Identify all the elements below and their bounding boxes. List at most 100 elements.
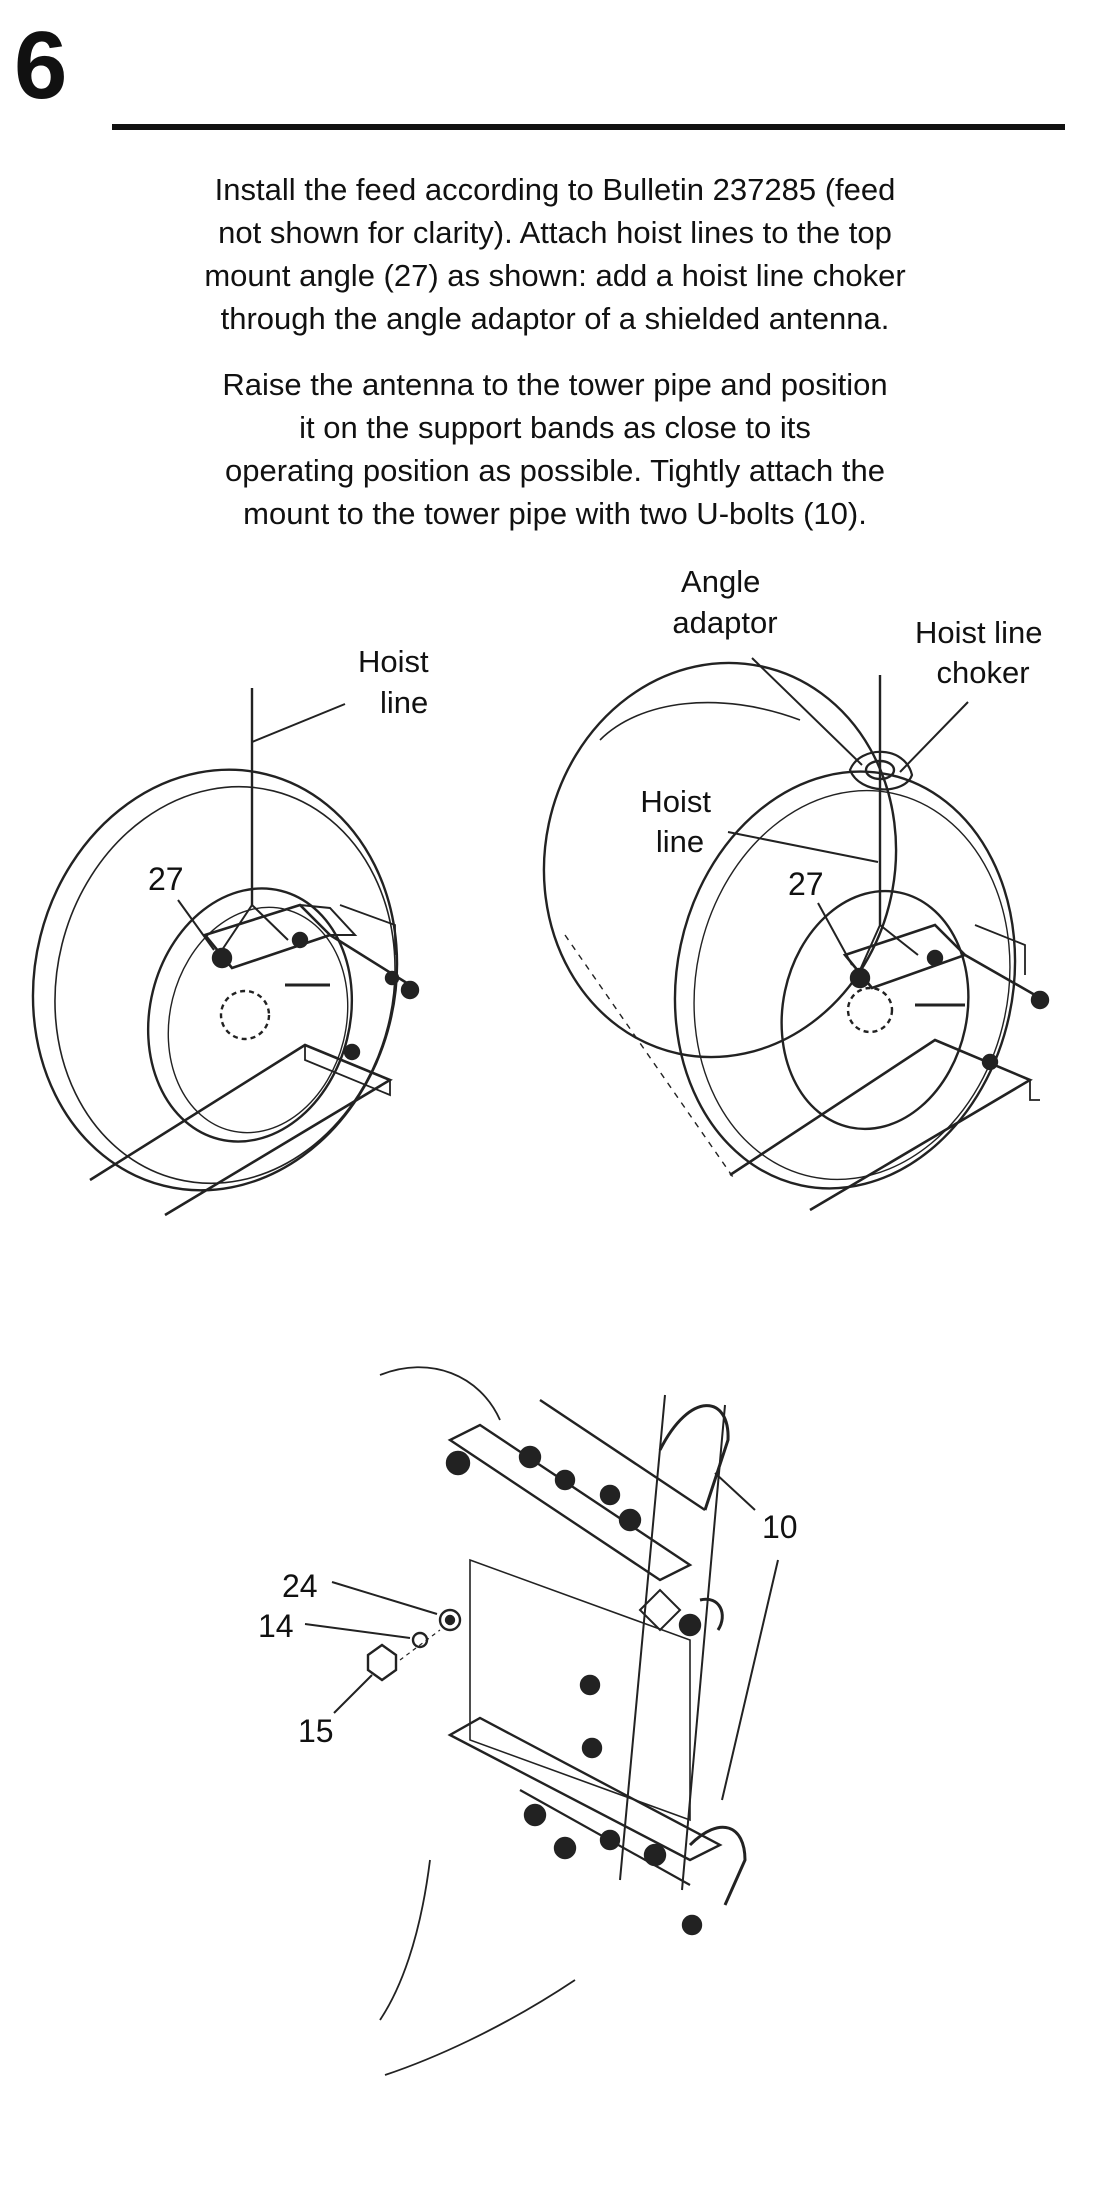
leader-hoist-line-choker xyxy=(899,701,969,773)
instruction-paragraph-install-feed: Install the feed according to Bulletin 2… xyxy=(170,168,940,340)
angle-adaptor xyxy=(848,750,914,791)
strut-bolt xyxy=(384,970,400,986)
label-line: choker xyxy=(936,655,1029,690)
dish-rim-outer xyxy=(31,768,399,1192)
label-angle-adaptor: Angle adaptor xyxy=(672,564,777,640)
label-part-10: 10 xyxy=(762,1509,798,1545)
figure-right-shielded-assembly xyxy=(542,657,1050,1212)
bolt xyxy=(678,1613,702,1637)
u-bolt-top xyxy=(658,1404,730,1511)
label-part-27: 27 xyxy=(148,861,184,897)
lower-mount-angle xyxy=(447,1716,723,1862)
dish-hub-plate xyxy=(146,887,354,1143)
mount-plate xyxy=(469,1558,691,1822)
bolt xyxy=(554,1469,576,1491)
leader-part-24 xyxy=(331,1581,438,1615)
rear-support-leg xyxy=(89,1043,393,1217)
paragraph-line: not shown for clarity). Attach hoist lin… xyxy=(218,215,892,250)
dish-back-edge xyxy=(384,1979,576,2076)
strut-bolt xyxy=(400,980,420,1000)
tower-pipe-edge xyxy=(619,1394,666,1881)
side-bracket xyxy=(974,924,1026,975)
wing-nut xyxy=(981,1053,999,1071)
paragraph-line: it on the support bands as close to its xyxy=(299,410,811,445)
shield-top-edge xyxy=(599,701,801,741)
paragraph-line: mount to the tower pipe with two U-bolts… xyxy=(243,496,867,531)
leader-part-14 xyxy=(304,1623,411,1639)
u-bolt-bottom xyxy=(688,1825,747,1906)
bolt xyxy=(445,1450,471,1476)
leader-part-27 xyxy=(817,902,853,966)
label-hoist-line: Hoist line xyxy=(358,644,437,720)
rear-support-leg-flange xyxy=(304,1045,391,1097)
bolt xyxy=(523,1803,547,1827)
bolt xyxy=(618,1508,642,1532)
leader-angle-adaptor xyxy=(751,657,863,766)
leader-hoist-line xyxy=(727,831,879,863)
instruction-paragraph-raise-antenna: Raise the antenna to the tower pipe and … xyxy=(170,363,940,535)
strut-bolt xyxy=(1030,990,1050,1010)
hoist-line-sling xyxy=(859,924,919,971)
bolt xyxy=(599,1484,621,1506)
upper-mount-angle xyxy=(447,1423,693,1582)
feed-port xyxy=(219,989,271,1041)
upper-strut xyxy=(964,953,1036,997)
dish-back-edge xyxy=(379,1859,431,2021)
step-divider-rule xyxy=(112,124,1065,130)
rear-support-leg-flange xyxy=(1029,1080,1040,1101)
dish-hub-plate xyxy=(780,889,970,1131)
hoist-line-sling xyxy=(221,904,289,951)
label-line: Hoist line xyxy=(915,615,1043,650)
leader-part-10 xyxy=(714,1472,756,1511)
label-line: Hoist xyxy=(640,784,711,819)
leader-part-27 xyxy=(177,899,215,951)
dish-back-edge xyxy=(379,1366,501,1421)
label-part-15: 15 xyxy=(298,1713,334,1749)
label-hoist-line-choker: Hoist line choker xyxy=(915,615,1051,690)
paragraph-line: Install the feed according to Bulletin 2… xyxy=(214,172,896,207)
feed-port xyxy=(846,986,894,1034)
shield-front-rim xyxy=(673,770,1017,1190)
paragraph-line: operating position as possible. Tightly … xyxy=(224,453,886,488)
upper-mount-rail xyxy=(539,1399,706,1511)
wing-nut xyxy=(343,1043,361,1061)
bolt xyxy=(579,1674,601,1696)
assembly-axis xyxy=(399,1629,441,1661)
figure-left-dish-assembly xyxy=(31,688,420,1217)
top-mount-angle-flange xyxy=(299,904,358,936)
label-part-14: 14 xyxy=(258,1608,294,1644)
mount-bolt xyxy=(926,949,944,967)
bolt xyxy=(581,1737,603,1759)
adjustment-nut xyxy=(638,1588,682,1632)
dish-rim-inner xyxy=(54,785,396,1185)
side-bracket xyxy=(339,904,396,955)
figure-bottom-mount-detail xyxy=(304,1366,779,2076)
shield-front-rim-inner xyxy=(693,789,1011,1181)
step-number: 6 xyxy=(14,12,68,119)
bolt xyxy=(553,1836,577,1860)
leader-part-15 xyxy=(333,1674,373,1714)
leader-hoist-line xyxy=(251,703,346,743)
mount-bolt xyxy=(291,931,309,949)
paragraph-line: mount angle (27) as shown: add a hoist l… xyxy=(204,258,906,293)
label-line: Hoist xyxy=(358,644,429,679)
paragraph-line: Raise the antenna to the tower pipe and … xyxy=(222,367,888,402)
label-part-24: 24 xyxy=(282,1568,318,1604)
tower-pipe-edge xyxy=(681,1404,726,1891)
bolt xyxy=(599,1829,621,1851)
hex-nut xyxy=(366,1643,398,1682)
label-part-27: 27 xyxy=(788,866,824,902)
flat-washer-hole xyxy=(444,1614,456,1626)
shield-seam xyxy=(564,934,736,1181)
mount-bolt xyxy=(849,967,871,989)
label-line: adaptor xyxy=(672,605,777,640)
label-line: line xyxy=(380,685,428,720)
bolt xyxy=(518,1445,542,1469)
bolt xyxy=(643,1843,667,1867)
bolt xyxy=(681,1914,703,1936)
label-line: line xyxy=(656,824,704,859)
leader-part-10 xyxy=(721,1559,779,1801)
mount-bolt xyxy=(211,947,233,969)
elevation-rod-end xyxy=(699,1597,724,1631)
